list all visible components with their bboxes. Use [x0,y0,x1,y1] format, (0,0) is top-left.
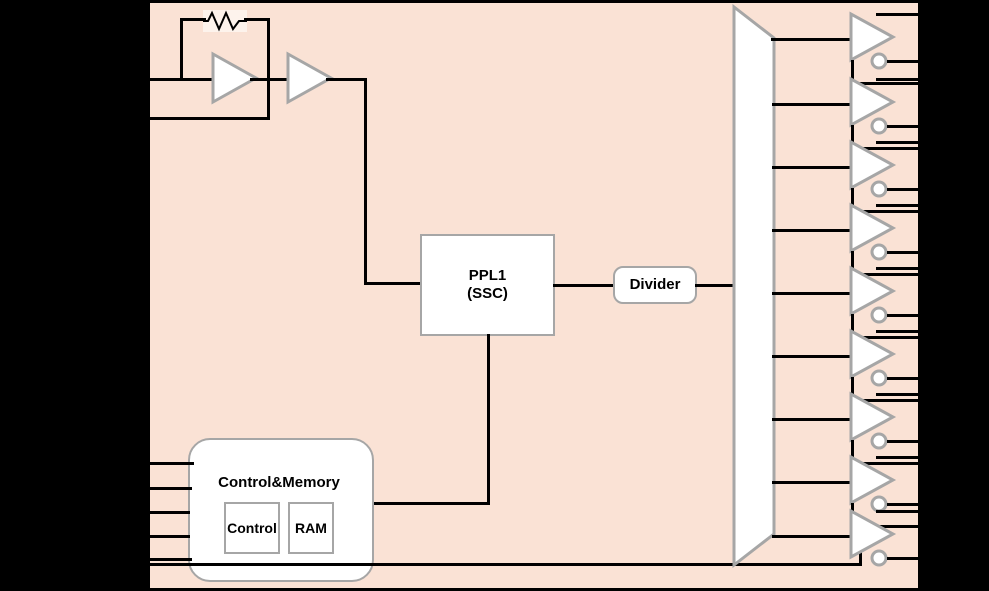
differential-output-buffer [849,508,897,567]
divider-label: Divider [629,276,681,293]
wire-resistor-right-drop [267,18,270,80]
ctrl-pin-5 [150,558,192,561]
out-6-p [876,393,918,396]
wire-buffer-5-n-rail [851,399,918,402]
out-2-n [887,188,918,191]
wire-buffer-2-n-leg [851,188,854,212]
wire-resistor-right-lead [244,18,270,21]
out-5-n [887,377,918,380]
wire-buffer-1-n-rail [851,147,918,150]
differential-output-buffer [849,11,897,70]
wire-mux-to-buffer-8 [772,535,853,538]
wire-buffer-0-n-leg [851,60,854,84]
wire-buffer-1-n-leg [851,125,854,149]
wire-mux-to-buffer-7 [772,481,853,484]
wire-buffer-6-n-rail [851,462,918,465]
out-1-p [876,78,918,81]
differential-output-buffer [849,454,897,513]
wire-buffer-7-n-rail [851,525,918,528]
out-3-n [887,251,918,254]
out-4-p [876,267,918,270]
wire-buffer-0-n-rail [851,82,918,85]
wire-buffer-4-n-rail [851,336,918,339]
wire-control-to-pll [372,502,490,505]
divider-block[interactable]: Divider [613,266,697,304]
out-0-p [876,13,918,16]
out-2-p [876,141,918,144]
wire-amp2-drop-to-pll [364,78,367,285]
control-memory-block[interactable] [188,438,374,582]
wire-mux-to-buffer-3 [772,229,853,232]
wire-pll-to-control-drop [487,334,490,504]
pll-block[interactable]: PPL1 (SSC) [420,234,555,336]
wire-buffer-6-n-leg [851,440,854,464]
wire-into-pll [364,282,422,285]
wire-mux-to-buffer-1 [772,103,853,106]
out-1-n [887,125,918,128]
wire-bottom-feedback-rail [150,563,862,566]
differential-output-buffer [849,202,897,261]
wire-amp1-to-amp2 [250,78,290,81]
wire-xout-riser [267,78,270,120]
out-8-n [887,557,918,560]
wire-pll-to-divider [553,284,615,287]
wire-buffer-5-n-leg [851,377,854,401]
ctrl-pin-1 [150,462,194,465]
feedback-resistor [203,10,247,32]
wire-buffer-2-n-rail [851,210,918,213]
ctrl-pin-3 [150,511,190,514]
wire-mux-to-buffer-2 [772,166,853,169]
differential-output-buffer [849,391,897,450]
wire-resistor-left-drop [180,18,183,80]
out-6-n [887,440,918,443]
buffer-amplifier [286,51,335,105]
differential-output-buffer [849,328,897,387]
out-5-p [876,330,918,333]
differential-output-buffer [849,139,897,198]
control-subblock-label: Control [227,520,277,536]
wire-buffer-4-n-leg [851,314,854,338]
wire-mux-to-buffer-0 [771,38,853,41]
out-8-p [876,510,918,513]
wire-amp2-out [326,78,367,81]
ctrl-pin-2 [150,487,192,490]
wire-xout [150,117,270,120]
differential-output-buffer [849,265,897,324]
control-subblock[interactable]: Control [224,502,280,554]
wire-xin [150,78,214,81]
wire-buffer-3-n-rail [851,273,918,276]
control-memory-title: Control&Memory [218,474,340,491]
wire-mux-to-buffer-6 [772,418,853,421]
wire-resistor-left-lead [180,18,206,21]
pll-label-line2: (SSC) [467,285,508,302]
out-0-n [887,60,918,63]
ram-subblock-label: RAM [295,520,327,536]
out-3-p [876,204,918,207]
ram-subblock[interactable]: RAM [288,502,334,554]
wire-mux-to-buffer-4 [772,292,853,295]
output-mux[interactable] [730,4,780,568]
pll-label-line1: PPL1 [468,267,507,284]
ctrl-pin-4 [150,535,190,538]
wire-mux-to-buffer-5 [772,355,853,358]
crystal-input-amplifier [211,51,260,105]
wire-divider-to-mux [695,284,757,287]
out-7-n [887,503,918,506]
wire-buffer-3-n-leg [851,251,854,275]
differential-output-buffer [849,76,897,135]
out-7-p [876,456,918,459]
out-4-n [887,314,918,317]
